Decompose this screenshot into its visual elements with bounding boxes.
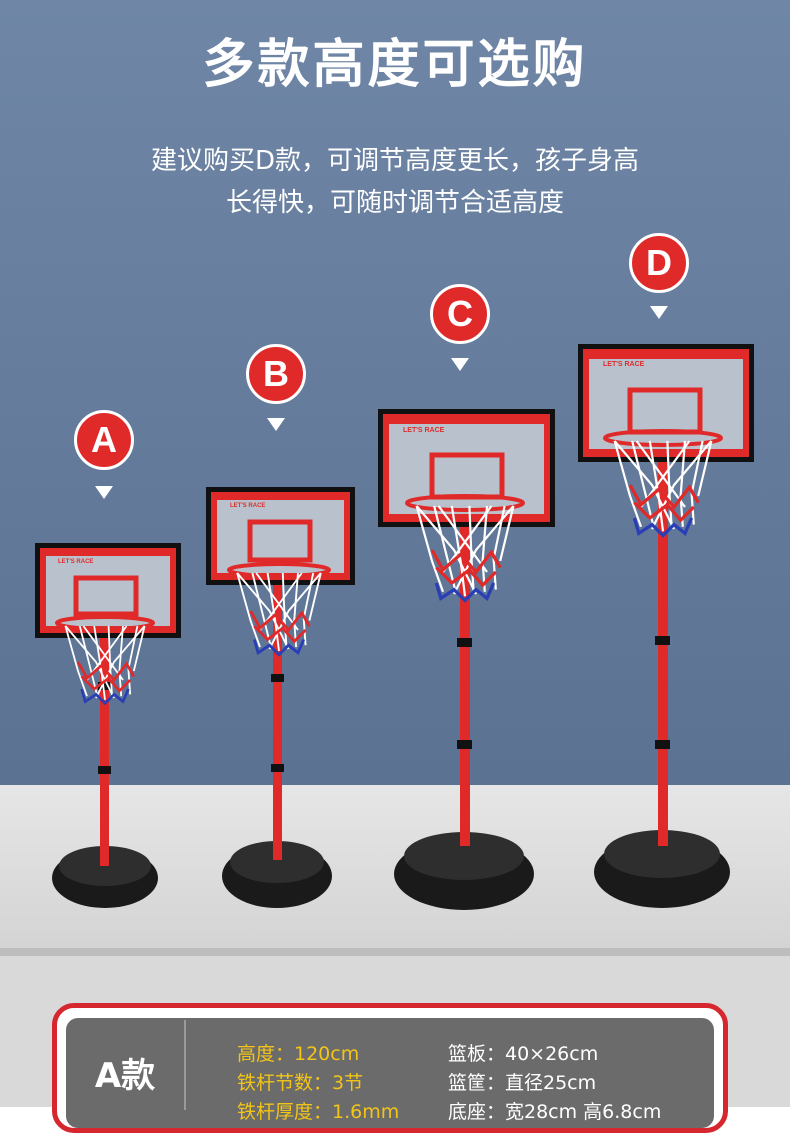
spec-pole-thickness: 铁杆厚度：1.6mm [237, 1101, 400, 1123]
spec-left-column: 高度：120cm 铁杆节数：3节 铁杆厚度：1.6mm [237, 1040, 399, 1127]
spec-divider [184, 1020, 186, 1110]
subtitle: 建议购买D款，可调节高度更长，孩子身高 长得快，可随时调节合适高度 [0, 140, 790, 224]
hoop-a: LET'S RACE [35, 543, 181, 908]
arrow-down-icon [451, 358, 469, 371]
page-title: 多款高度可选购 [202, 35, 588, 95]
backboard-text: LET'S RACE [603, 361, 645, 368]
section-divider [0, 948, 790, 956]
spec-backboard: 篮板：40×26cm [448, 1043, 599, 1065]
spec-base: 底座：宽28cm 高6.8cm [448, 1101, 662, 1123]
model-badge-d: D [629, 233, 689, 293]
arrow-down-icon [650, 306, 668, 319]
hoop-c: LET'S RACE [378, 409, 555, 910]
hoop-illustrations: LET'S RACE LET'S RACE LET'S RACE [35, 344, 754, 910]
hoop-b: LET'S RACE [206, 487, 355, 908]
spec-right-column: 篮板：40×26cm 篮筐：直径25cm 底座：宽28cm 高6.8cm [448, 1040, 661, 1127]
arrow-down-icon [95, 486, 113, 499]
backboard-text: LET'S RACE [58, 559, 93, 565]
subtitle-line-2: 长得快，可随时调节合适高度 [225, 188, 564, 218]
model-badge-c: C [430, 284, 490, 344]
spec-rim: 篮筐：直径25cm [448, 1072, 597, 1094]
spec-height: 高度：120cm [237, 1043, 360, 1065]
model-badge-b: B [246, 344, 306, 404]
backboard-text: LET'S RACE [230, 503, 265, 509]
hoop-d: LET'S RACE [578, 344, 754, 908]
spec-model-label: A款 [94, 1056, 156, 1096]
model-badge-a: A [74, 410, 134, 470]
backboard-text: LET'S RACE [403, 427, 445, 434]
arrow-down-icon [267, 418, 285, 431]
subtitle-line-1: 建议购买D款，可调节高度更长，孩子身高 [150, 146, 640, 176]
spec-pole-sections: 铁杆节数：3节 [237, 1072, 364, 1094]
